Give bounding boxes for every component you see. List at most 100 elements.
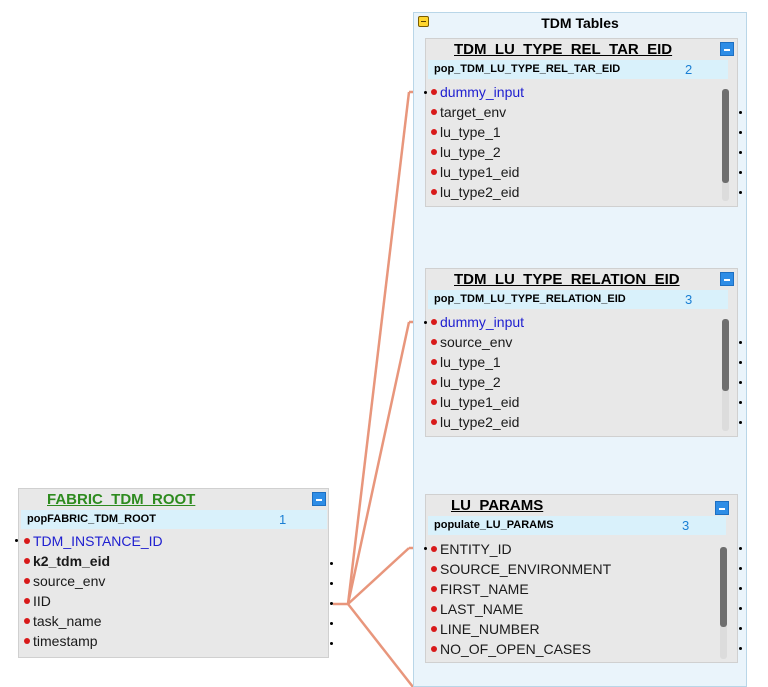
link-to-rel-tar: [346, 91, 411, 605]
output-port-icon[interactable]: [330, 622, 333, 625]
output-port-icon[interactable]: [739, 191, 742, 194]
output-port-icon[interactable]: [330, 602, 333, 605]
field-row[interactable]: TDM_INSTANCE_ID: [24, 531, 163, 551]
field-row[interactable]: timestamp: [24, 631, 163, 651]
field-list: dummy_input source_env lu_type_1 lu_type…: [431, 312, 524, 432]
population-count: 3: [685, 292, 693, 307]
output-port-icon[interactable]: [739, 341, 742, 344]
population-name: populate_LU_PARAMS: [434, 519, 554, 531]
field-dot-icon: [431, 586, 437, 593]
output-port-icon[interactable]: [739, 607, 742, 610]
output-port-icon[interactable]: [739, 111, 742, 114]
link-to-lu-params: [347, 547, 410, 605]
output-port-icon[interactable]: [739, 131, 742, 134]
table-title[interactable]: TDM_LU_TYPE_RELATION_EID: [454, 271, 680, 288]
input-port-icon[interactable]: [424, 547, 427, 550]
field-row[interactable]: task_name: [24, 611, 163, 631]
input-port-icon[interactable]: [424, 91, 427, 94]
field-row[interactable]: dummy_input: [431, 312, 524, 332]
scrollbar-thumb[interactable]: [720, 547, 727, 627]
field-row[interactable]: lu_type2_eid: [431, 412, 524, 432]
table-node-lu-params[interactable]: LU_PARAMS populate_LU_PARAMS 3 ENTITY_ID…: [425, 494, 738, 663]
table-title[interactable]: LU_PARAMS: [451, 497, 544, 514]
scrollbar[interactable]: [722, 89, 729, 201]
field-row[interactable]: LAST_NAME: [431, 599, 611, 619]
field-dot-icon: [431, 339, 437, 346]
population-bar[interactable]: pop_TDM_LU_TYPE_RELATION_EID 3: [428, 290, 728, 309]
field-row[interactable]: k2_tdm_eid: [24, 551, 163, 571]
collapse-node-icon[interactable]: [720, 42, 734, 56]
table-title[interactable]: FABRIC_TDM_ROOT: [47, 491, 196, 508]
field-dot-icon: [431, 566, 437, 573]
output-port-icon[interactable]: [739, 547, 742, 550]
field-row[interactable]: FIRST_NAME: [431, 579, 611, 599]
field-row[interactable]: IID: [24, 591, 163, 611]
population-name: pop_TDM_LU_TYPE_REL_TAR_EID: [434, 63, 621, 75]
field-row[interactable]: SOURCE_ENVIRONMENT: [431, 559, 611, 579]
output-port-icon[interactable]: [739, 587, 742, 590]
collapse-node-icon[interactable]: [720, 272, 734, 286]
field-dot-icon: [431, 606, 437, 613]
collapse-group-icon[interactable]: [418, 16, 429, 27]
field-row[interactable]: LINE_NUMBER: [431, 619, 611, 639]
output-port-icon[interactable]: [330, 642, 333, 645]
output-port-icon[interactable]: [739, 151, 742, 154]
population-name: pop_TDM_LU_TYPE_RELATION_EID: [434, 293, 626, 305]
field-row[interactable]: lu_type_2: [431, 142, 524, 162]
field-row[interactable]: lu_type_1: [431, 122, 524, 142]
field-dot-icon: [431, 399, 437, 406]
table-node-rel-tar[interactable]: TDM_LU_TYPE_REL_TAR_EID pop_TDM_LU_TYPE_…: [425, 38, 738, 207]
output-port-icon[interactable]: [330, 582, 333, 585]
field-row[interactable]: target_env: [431, 102, 524, 122]
field-dot-icon: [431, 89, 437, 96]
output-port-icon[interactable]: [330, 562, 333, 565]
table-title[interactable]: TDM_LU_TYPE_REL_TAR_EID: [454, 41, 673, 58]
output-port-icon[interactable]: [739, 361, 742, 364]
field-row[interactable]: source_env: [431, 332, 524, 352]
population-bar[interactable]: pop_TDM_LU_TYPE_REL_TAR_EID 2: [428, 60, 728, 79]
field-dot-icon: [431, 189, 437, 196]
table-node-relation[interactable]: TDM_LU_TYPE_RELATION_EID pop_TDM_LU_TYPE…: [425, 268, 738, 437]
population-bar[interactable]: populate_LU_PARAMS 3: [428, 516, 726, 535]
field-row[interactable]: NO_OF_OPEN_CASES: [431, 639, 611, 659]
output-port-icon[interactable]: [739, 171, 742, 174]
field-row[interactable]: dummy_input: [431, 82, 524, 102]
field-row[interactable]: lu_type_1: [431, 352, 524, 372]
field-row[interactable]: lu_type2_eid: [431, 182, 524, 202]
field-dot-icon: [431, 419, 437, 426]
output-port-icon[interactable]: [739, 627, 742, 630]
output-port-icon[interactable]: [739, 421, 742, 424]
field-dot-icon: [431, 149, 437, 156]
field-row[interactable]: lu_type_2: [431, 372, 524, 392]
output-port-icon[interactable]: [739, 567, 742, 570]
population-count: 1: [279, 512, 287, 527]
scrollbar[interactable]: [722, 319, 729, 431]
scrollbar[interactable]: [720, 547, 727, 659]
field-dot-icon: [24, 598, 30, 605]
collapse-node-icon[interactable]: [312, 492, 326, 506]
scrollbar-thumb[interactable]: [722, 89, 729, 183]
scrollbar-thumb[interactable]: [722, 319, 729, 391]
field-dot-icon: [24, 538, 30, 545]
field-dot-icon: [431, 319, 437, 326]
field-row[interactable]: ENTITY_ID: [431, 539, 611, 559]
field-dot-icon: [431, 546, 437, 553]
output-port-icon[interactable]: [739, 381, 742, 384]
link-to-relation: [346, 321, 411, 605]
field-row[interactable]: lu_type1_eid: [431, 392, 524, 412]
output-port-icon[interactable]: [739, 647, 742, 650]
collapse-node-icon[interactable]: [715, 501, 729, 515]
field-dot-icon: [431, 359, 437, 366]
field-dot-icon: [24, 638, 30, 645]
input-port-icon[interactable]: [15, 539, 18, 542]
input-port-icon[interactable]: [424, 321, 427, 324]
population-bar[interactable]: popFABRIC_TDM_ROOT 1: [21, 510, 327, 529]
field-dot-icon: [431, 129, 437, 136]
field-row[interactable]: source_env: [24, 571, 163, 591]
table-node-fabric-root[interactable]: FABRIC_TDM_ROOT popFABRIC_TDM_ROOT 1 TDM…: [18, 488, 329, 658]
field-row[interactable]: lu_type1_eid: [431, 162, 524, 182]
output-port-icon[interactable]: [739, 401, 742, 404]
field-dot-icon: [431, 379, 437, 386]
field-dot-icon: [431, 169, 437, 176]
field-dot-icon: [24, 618, 30, 625]
